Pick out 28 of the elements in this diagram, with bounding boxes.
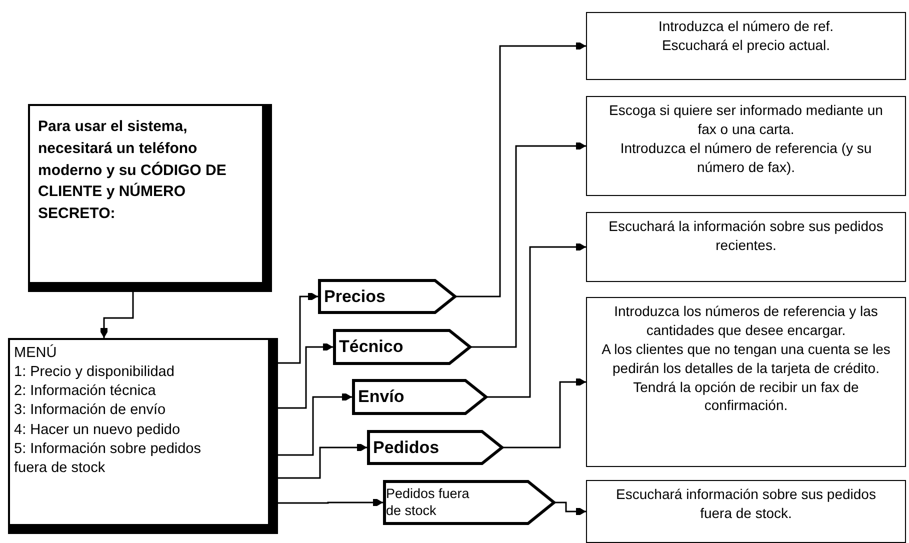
description-box: [586, 480, 906, 543]
option-label: Envío: [357, 387, 404, 407]
description-box: [586, 12, 906, 80]
box-text: Para usar el sistema, necesitará un teléfono moderno y su CÓDIGO DE CLIENTE y NÚMERO SECRETO:: [38, 118, 226, 222]
option-label: Precios: [323, 286, 386, 306]
description-box: [586, 212, 906, 282]
menu-option: 4: Hacer un nuevo pedido: [14, 420, 234, 440]
menu-option: 5: Información sobre pedidos fuera de stock: [14, 440, 234, 478]
box-text: Introduzca el número de referencia (y su número de fax).: [619, 138, 873, 177]
menu-option: 1: Precio y disponibilidad: [14, 363, 234, 382]
box-text: Escuchará información sobre sus pedidos fuera de stock.: [615, 485, 877, 523]
description-box: [586, 96, 906, 196]
instruction-box: [28, 104, 272, 292]
box-text: Tendrá la opción de recibir un fax de confirmación.: [632, 378, 860, 416]
box-text: Escoga si quiere ser informado mediante un fax o una carta.: [608, 101, 884, 139]
box-text: Escuchará el precio actual.: [662, 36, 830, 55]
menu-box: [8, 338, 278, 534]
menu-option: 3: Información de envío: [14, 401, 234, 420]
option-label: Pedidos: [372, 438, 440, 458]
menu-heading: MENÚ: [14, 344, 58, 363]
description-box: [586, 297, 906, 467]
box-text: Introduzca los números de referencia y las cantidades que desee encargar.: [613, 302, 879, 340]
box-text: Introduzca el número de ref.: [658, 17, 834, 36]
option-label: Pedidos fuera de stock: [385, 486, 470, 519]
menu-option: 2: Información técnica: [14, 382, 234, 402]
option-label: Técnico: [338, 337, 404, 357]
box-text: A los clientes que no tengan una cuenta se les pedirán los detalles de la tarjeta de crédito.: [600, 340, 892, 378]
box-text: Escuchará la información sobre sus pedidos recientes.: [608, 217, 884, 255]
